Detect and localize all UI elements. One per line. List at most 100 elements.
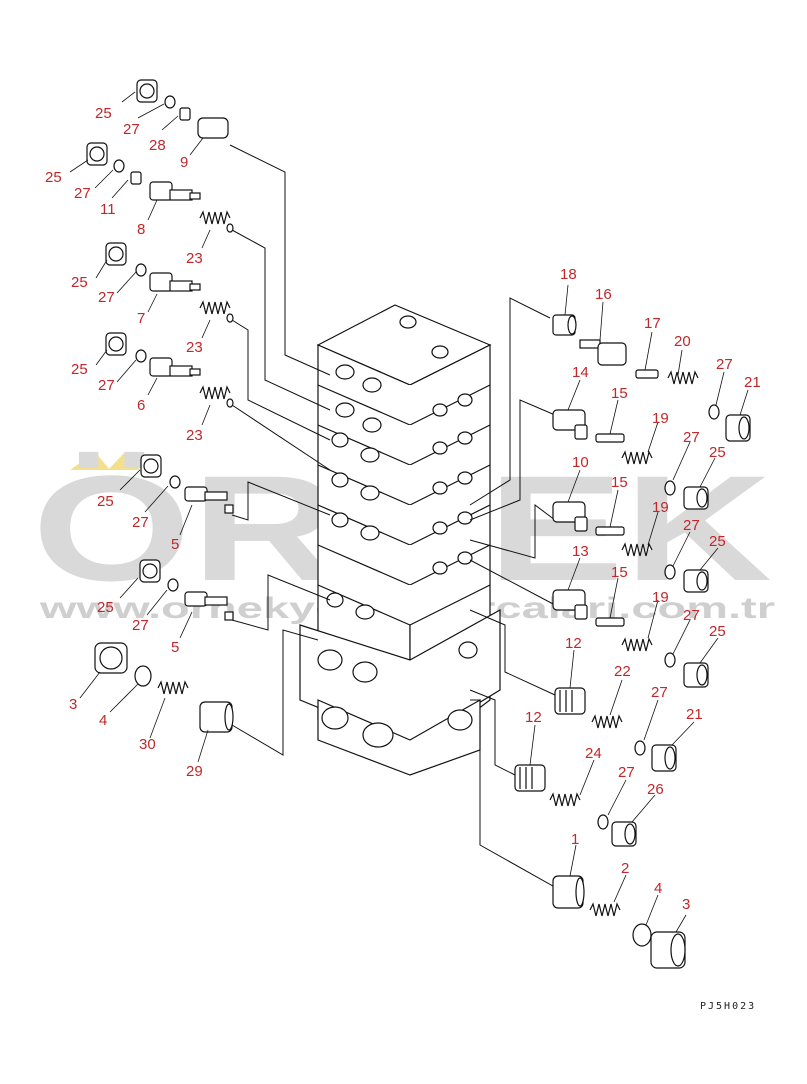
callout-label: 23 — [186, 339, 203, 356]
part-17 — [635, 369, 659, 379]
callout-label: 27 — [74, 185, 91, 202]
callout-label: 11 — [100, 201, 116, 218]
part-18 — [552, 314, 577, 336]
section-line — [317, 584, 491, 626]
callout-label: 30 — [139, 736, 156, 753]
o-ring-27 — [169, 475, 181, 489]
callout-label: 10 — [572, 454, 589, 471]
callout-label: 25 — [71, 274, 88, 291]
callout-label: 17 — [644, 315, 661, 332]
spring-22 — [591, 714, 623, 729]
callout-label: 3 — [69, 696, 77, 713]
o-ring-27 — [113, 159, 125, 173]
leader-line — [231, 574, 331, 631]
callout-label: 3 — [682, 896, 690, 913]
callout-label: 1 — [571, 831, 579, 848]
callout-label: 18 — [560, 266, 577, 283]
port-hole — [362, 417, 382, 433]
callout-label: 7 — [137, 310, 145, 327]
part-11 — [130, 171, 142, 185]
port-hole — [432, 403, 448, 417]
port-hole — [457, 551, 473, 565]
part-14 — [552, 409, 588, 440]
port-hole — [355, 604, 375, 620]
plug-25 — [86, 142, 108, 166]
port-hole — [432, 521, 448, 535]
spool-6 — [149, 357, 201, 377]
plug-25 — [105, 242, 127, 266]
callout-label: 13 — [572, 543, 589, 560]
valve-body-lower — [299, 608, 501, 746]
spring-19 — [621, 542, 653, 557]
callout-label: 19 — [652, 410, 669, 427]
port-hole — [331, 432, 349, 448]
callout-label: 27 — [683, 429, 700, 446]
plug-25 — [683, 662, 709, 688]
callout-label: 25 — [97, 599, 114, 616]
o-ring-27 — [708, 404, 720, 420]
callout-label: 25 — [71, 361, 88, 378]
plug-21 — [725, 414, 751, 442]
leader-line — [231, 229, 331, 411]
callout-label: 5 — [171, 639, 179, 656]
spool-12 — [514, 764, 546, 792]
port-hole — [331, 512, 349, 528]
leader-line — [469, 559, 556, 606]
leader-line — [469, 689, 516, 776]
leader-line — [229, 144, 331, 376]
callout-label: 19 — [652, 589, 669, 606]
spool-7 — [149, 272, 201, 292]
port-hole — [457, 471, 473, 485]
leader-line — [231, 404, 331, 471]
callout-label: 27 — [132, 617, 149, 634]
plug-25 — [139, 559, 161, 583]
o-ring-27 — [664, 652, 676, 668]
o-ring-27 — [135, 349, 147, 363]
diagram-code: PJ5H023 — [700, 1001, 756, 1012]
spring-19 — [621, 637, 653, 652]
spring-23 — [199, 210, 234, 233]
leader-line — [231, 481, 331, 521]
sleeve-29 — [199, 701, 234, 733]
spring-2 — [589, 902, 621, 917]
callout-label: 8 — [137, 221, 145, 238]
callout-label: 12 — [565, 635, 582, 652]
plug-25 — [136, 79, 158, 103]
callout-label: 27 — [716, 356, 733, 373]
leader-line — [469, 609, 556, 696]
o-ring-4 — [134, 665, 152, 687]
callout-label: 24 — [585, 745, 602, 762]
spring-20 — [667, 370, 699, 385]
leader-line — [470, 699, 561, 891]
callout-label: 25 — [709, 533, 726, 550]
spring-23 — [199, 300, 234, 323]
o-ring-27 — [664, 564, 676, 580]
callout-label: 26 — [647, 781, 664, 798]
port-hole — [317, 649, 343, 671]
watermark-accent-right — [108, 452, 140, 470]
callout-label: 23 — [186, 250, 203, 267]
o-ring-27 — [167, 578, 179, 592]
callout-label: 25 — [709, 623, 726, 640]
port-hole — [321, 706, 349, 730]
part-15 — [595, 617, 625, 627]
part-15 — [595, 526, 625, 536]
callout-label: 22 — [614, 663, 631, 680]
port-hole — [331, 472, 349, 488]
callout-label: 29 — [186, 763, 203, 780]
callout-label: 27 — [132, 514, 149, 531]
spring-30 — [157, 680, 189, 695]
spool-5 — [184, 486, 234, 514]
o-ring-27 — [597, 814, 609, 830]
callout-label: 4 — [654, 880, 662, 897]
callout-label: 27 — [618, 764, 635, 781]
callout-label: 12 — [525, 709, 542, 726]
callout-label: 27 — [683, 607, 700, 624]
port-hole — [352, 661, 378, 683]
port-hole — [431, 345, 449, 359]
callout-label: 21 — [744, 374, 761, 391]
plug-25 — [105, 332, 127, 356]
plug-25 — [140, 454, 162, 478]
plug-3 — [650, 931, 686, 969]
